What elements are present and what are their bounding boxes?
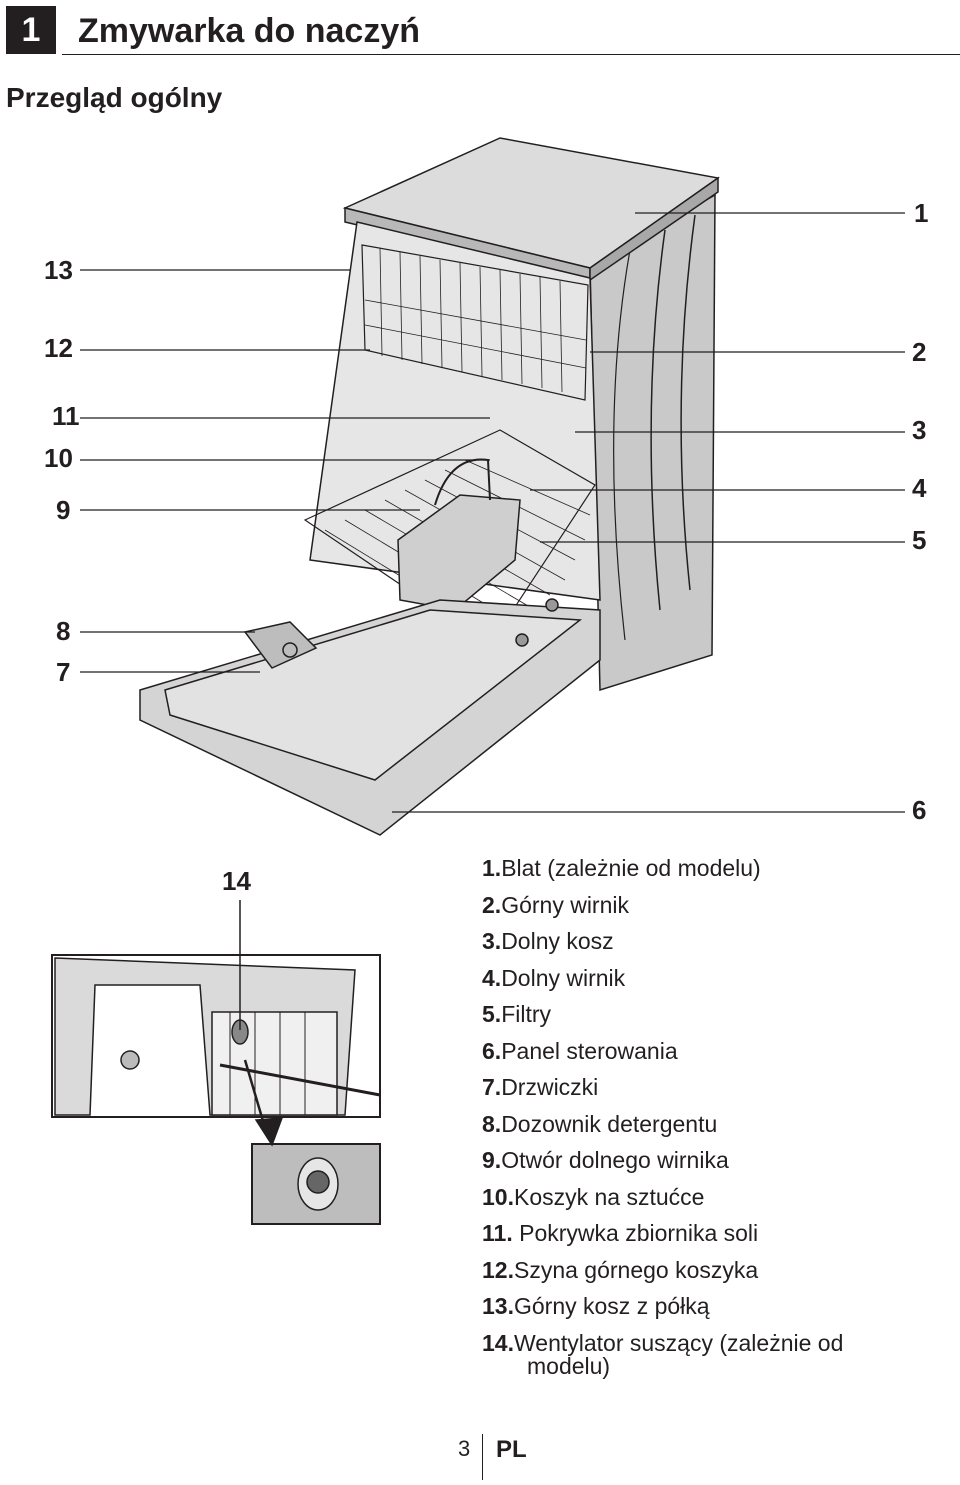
callout-1: 1 — [914, 198, 929, 228]
callout-10: 10 — [44, 443, 73, 473]
legend-item: 4.Dolny wirnik — [482, 964, 626, 991]
legend-item: 9.Otwór dolnego wirnika — [482, 1147, 729, 1173]
legend-item: 6.Panel sterowania — [482, 1037, 678, 1064]
callout-9: 9 — [56, 495, 71, 525]
callout-2: 2 — [912, 337, 927, 367]
legend-item: 2.Górny wirnik — [482, 891, 629, 918]
callout-14: 14 — [222, 866, 251, 896]
callout-8: 8 — [56, 616, 71, 646]
chapter-number: 1 — [6, 6, 56, 54]
language-code: PL — [496, 1436, 527, 1463]
legend-item: 10.Koszyk na sztućce — [482, 1183, 705, 1210]
callout-5: 5 — [912, 525, 927, 555]
section-title: Przegląd ogólny — [6, 82, 223, 113]
legend-item: 5.Filtry — [482, 1001, 552, 1027]
parts-legend: 1.Blat (zależnie od modelu) 2.Górny wirn… — [482, 850, 952, 1379]
legend-item: 12.Szyna górnego koszyka — [482, 1256, 759, 1283]
callout-6: 6 — [912, 795, 927, 825]
legend-item-continuation: modelu) — [527, 1353, 611, 1379]
page-number: 3 — [458, 1436, 471, 1461]
callout-12: 12 — [44, 333, 73, 363]
callout-3: 3 — [912, 415, 927, 445]
chapter-rule — [62, 54, 960, 55]
callout-13: 13 — [44, 255, 73, 285]
callout-4: 4 — [912, 473, 927, 503]
legend-item: 13.Górny kosz z półką — [482, 1293, 710, 1319]
legend-item: 3.Dolny kosz — [482, 928, 614, 954]
legend-item: 8.Dozownik detergentu — [482, 1110, 718, 1137]
legend-item: 14.Wentylator suszący (zależnie od — [482, 1329, 844, 1356]
callout-7: 7 — [56, 657, 71, 687]
legend-item: 7.Drzwiczki — [482, 1074, 599, 1100]
callout-11: 11 — [52, 401, 80, 431]
legend-item: 11. Pokrywka zbiornika soli — [482, 1220, 759, 1246]
legend-item: 1.Blat (zależnie od modelu) — [482, 855, 761, 881]
chapter-title: Zmywarka do naczyń — [78, 12, 421, 50]
footer-divider — [482, 1434, 483, 1480]
